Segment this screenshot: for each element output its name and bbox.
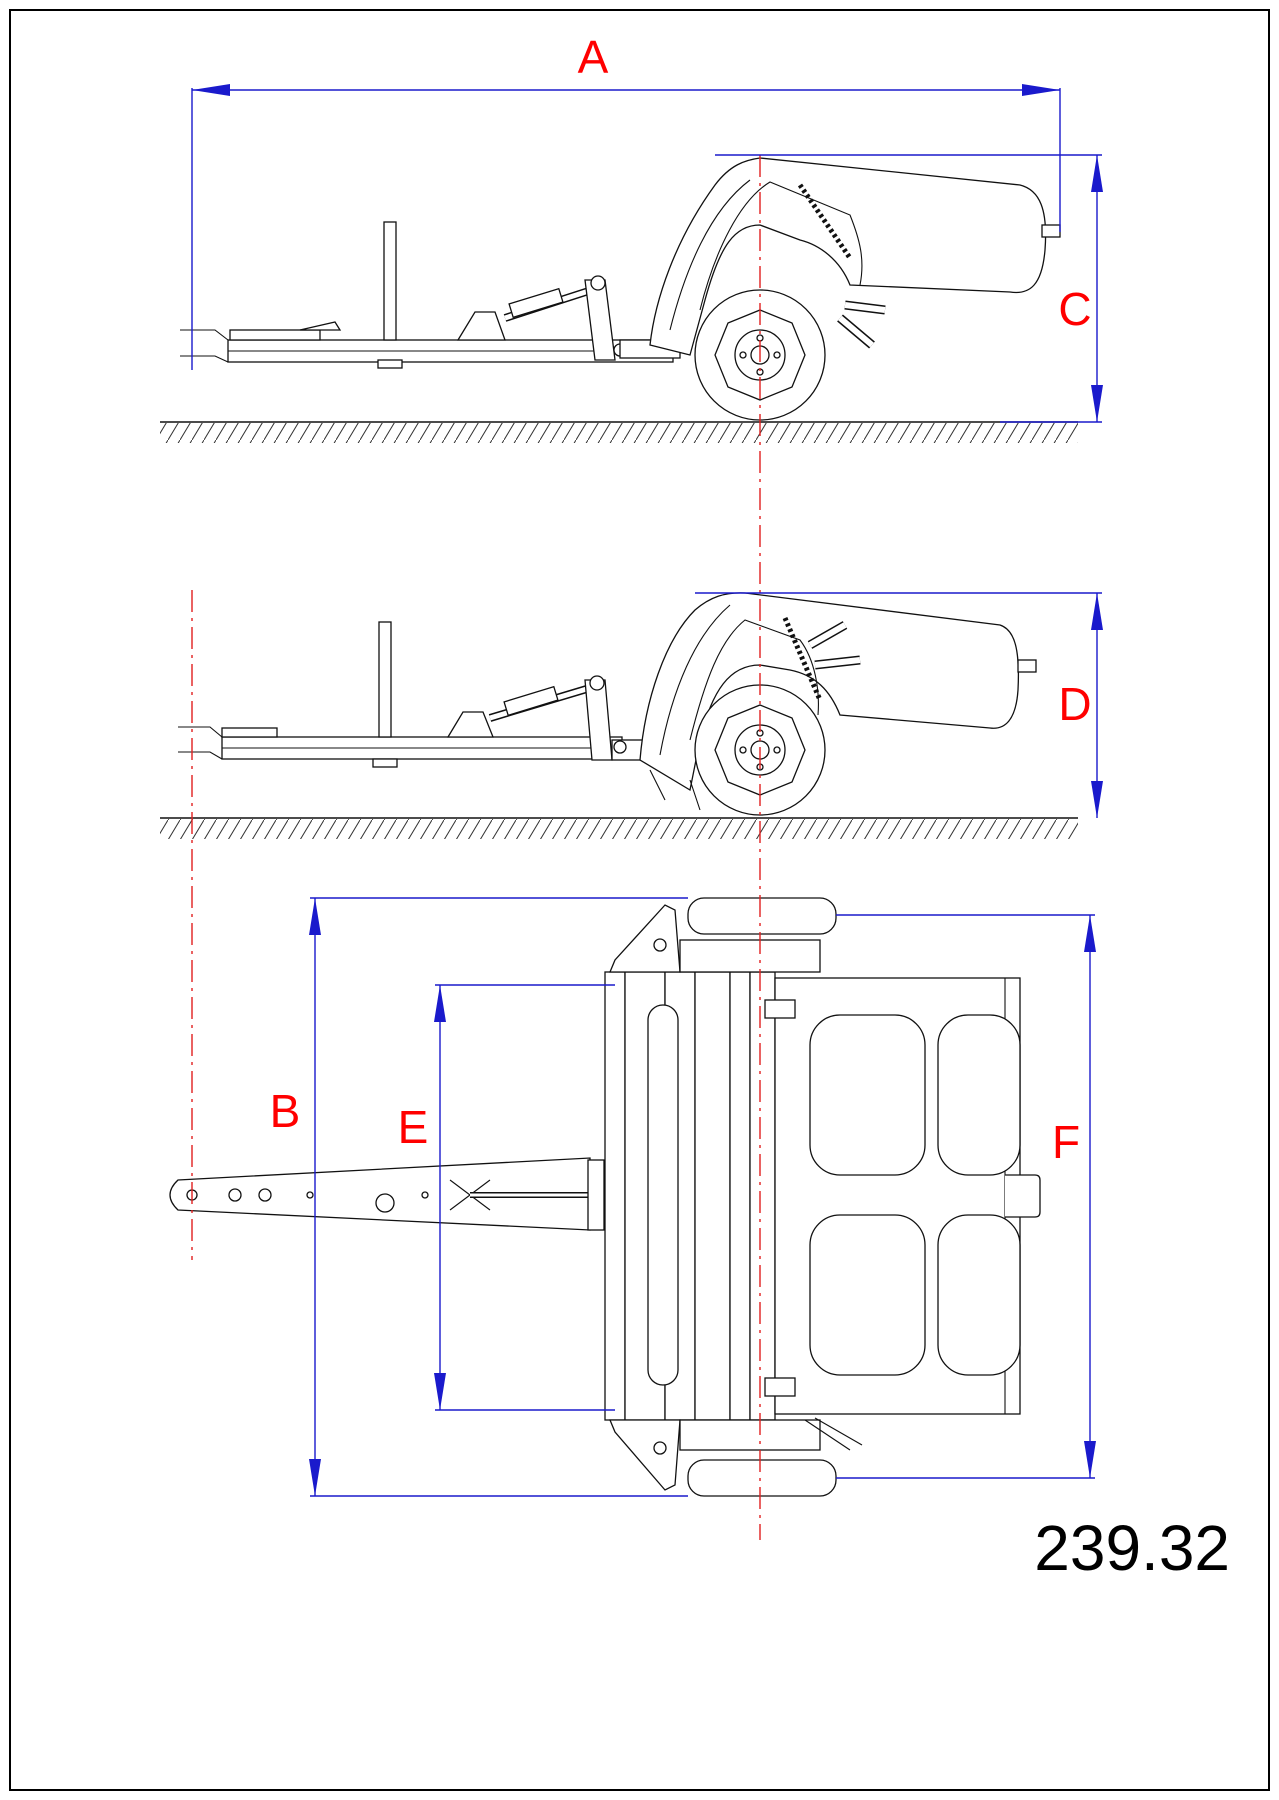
- wheel-top-right: [687, 1459, 837, 1497]
- label-e: E: [398, 1101, 429, 1153]
- side-view-working: [160, 157, 1078, 443]
- side-view-transport: [160, 592, 1078, 839]
- dimensions: [191, 84, 1103, 1497]
- drawbar-top: [169, 1157, 591, 1231]
- top-view: [169, 897, 1041, 1497]
- centerlines: [191, 155, 761, 1540]
- jack-stand: [383, 221, 397, 341]
- jack-stand: [378, 621, 392, 738]
- drawing-code: 239.32: [1034, 1512, 1230, 1584]
- label-c: C: [1058, 283, 1091, 335]
- label-f: F: [1052, 1116, 1080, 1168]
- label-a: A: [578, 31, 609, 83]
- drawing-border: [9, 9, 1270, 1791]
- label-b: B: [270, 1085, 301, 1137]
- ground-hatch: [160, 423, 1078, 443]
- ground-hatch: [160, 819, 1078, 839]
- mulcher-body: [639, 592, 1020, 792]
- label-d: D: [1058, 678, 1091, 730]
- wheel-top-left: [687, 897, 837, 935]
